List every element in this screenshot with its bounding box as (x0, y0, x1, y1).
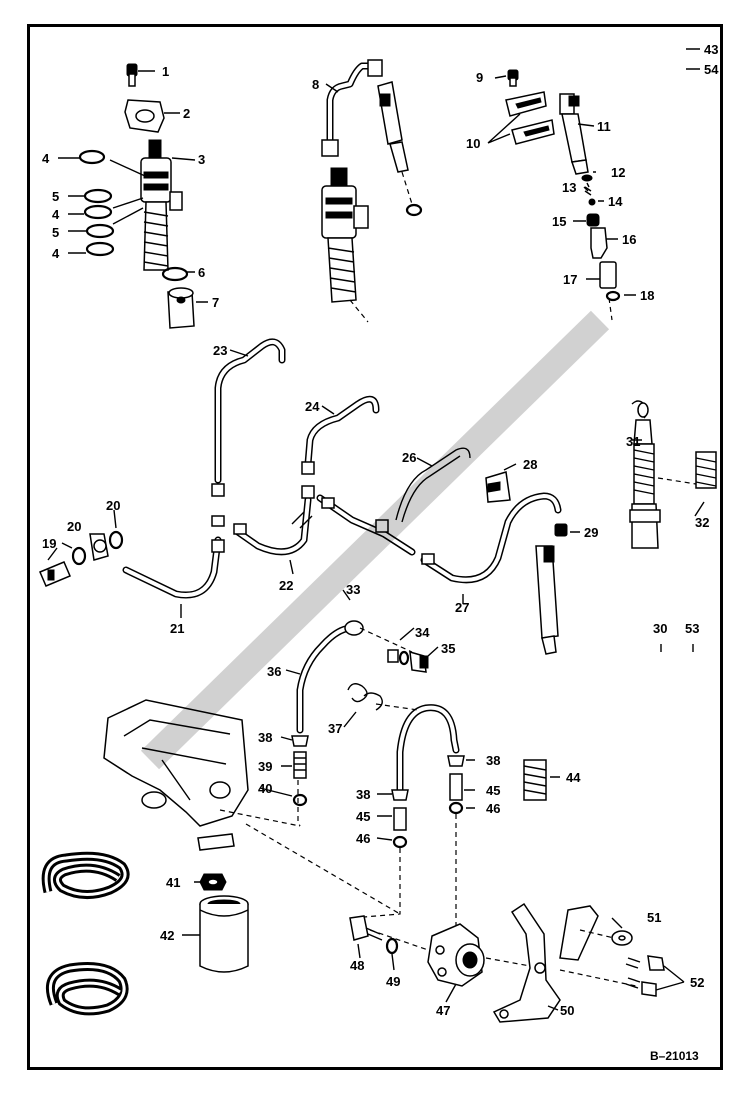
injection-pump-column (523, 400, 717, 801)
callout-44: 44 (566, 770, 581, 785)
callout-45: 45 (356, 809, 370, 824)
callout-38: 38 (486, 753, 500, 768)
callout-39: 39 (258, 759, 272, 774)
callout-30: 30 (653, 621, 667, 636)
callout-17: 17 (563, 272, 577, 287)
callout-8: 8 (312, 77, 319, 92)
callout-38: 38 (356, 787, 370, 802)
callout-9: 9 (476, 70, 483, 85)
callout-38: 38 (258, 730, 272, 745)
leak-off-lines (39, 338, 568, 655)
callout-13: 13 (562, 180, 576, 195)
callout-28: 28 (523, 457, 537, 472)
callout-51: 51 (647, 910, 661, 925)
pump-housing-and-filter (103, 699, 401, 973)
callout-12: 12 (611, 165, 625, 180)
callout-34: 34 (415, 625, 430, 640)
callout-26: 26 (402, 450, 416, 465)
callout-6: 6 (198, 265, 205, 280)
callout-32: 32 (695, 515, 709, 530)
callout-46: 46 (486, 801, 500, 816)
callout-36: 36 (267, 664, 281, 679)
callout-22: 22 (279, 578, 293, 593)
callout-42: 42 (160, 928, 174, 943)
callout-4: 4 (52, 246, 60, 261)
callout-2: 2 (183, 106, 190, 121)
injection-nozzle-detail (505, 69, 621, 321)
callout-3: 3 (198, 152, 205, 167)
fuel-lift-pump-assembly (349, 902, 665, 1023)
callout-24: 24 (305, 399, 320, 414)
callout-7: 7 (212, 295, 219, 310)
callout-5: 5 (52, 189, 59, 204)
callout-21: 21 (170, 621, 184, 636)
callout-leaders (47, 48, 705, 1011)
callout-10: 10 (466, 136, 480, 151)
callout-1: 1 (162, 64, 169, 79)
callout-53: 53 (685, 621, 699, 636)
callout-54: 54 (704, 62, 719, 77)
figure-id: B–21013 (650, 1049, 699, 1063)
callout-35: 35 (441, 641, 455, 656)
callout-52: 52 (690, 975, 704, 990)
callout-4: 4 (52, 207, 60, 222)
watermark (140, 310, 610, 770)
callout-15: 15 (552, 214, 566, 229)
callout-labels: 1 2 3 4 5 4 5 4 6 7 8 9 10 11 12 13 14 1… (42, 42, 719, 1063)
callout-33: 33 (346, 582, 360, 597)
callout-41: 41 (166, 875, 180, 890)
callout-18: 18 (640, 288, 654, 303)
callout-19: 19 (42, 536, 56, 551)
callout-46: 46 (356, 831, 370, 846)
callout-48: 48 (350, 958, 364, 973)
callout-16: 16 (622, 232, 636, 247)
callout-45: 45 (486, 783, 500, 798)
callout-47: 47 (436, 1003, 450, 1018)
callout-23: 23 (213, 343, 227, 358)
callout-14: 14 (608, 194, 623, 209)
callout-4: 4 (42, 151, 50, 166)
callout-27: 27 (455, 600, 469, 615)
fuel-supply-lines (291, 620, 465, 928)
callout-49: 49 (386, 974, 400, 989)
callout-40: 40 (258, 781, 272, 796)
callout-29: 29 (584, 525, 598, 540)
callout-50: 50 (560, 1003, 574, 1018)
callout-20: 20 (67, 519, 81, 534)
callout-11: 11 (597, 119, 611, 134)
injection-pump-element-assembly (78, 63, 195, 329)
assembled-pump-element (321, 59, 423, 323)
callout-37: 37 (328, 721, 342, 736)
callout-20: 20 (106, 498, 120, 513)
callout-5: 5 (52, 225, 59, 240)
callout-43: 43 (704, 42, 718, 57)
callout-31: 31 (626, 434, 640, 449)
fuel-hoses (41, 851, 130, 1016)
